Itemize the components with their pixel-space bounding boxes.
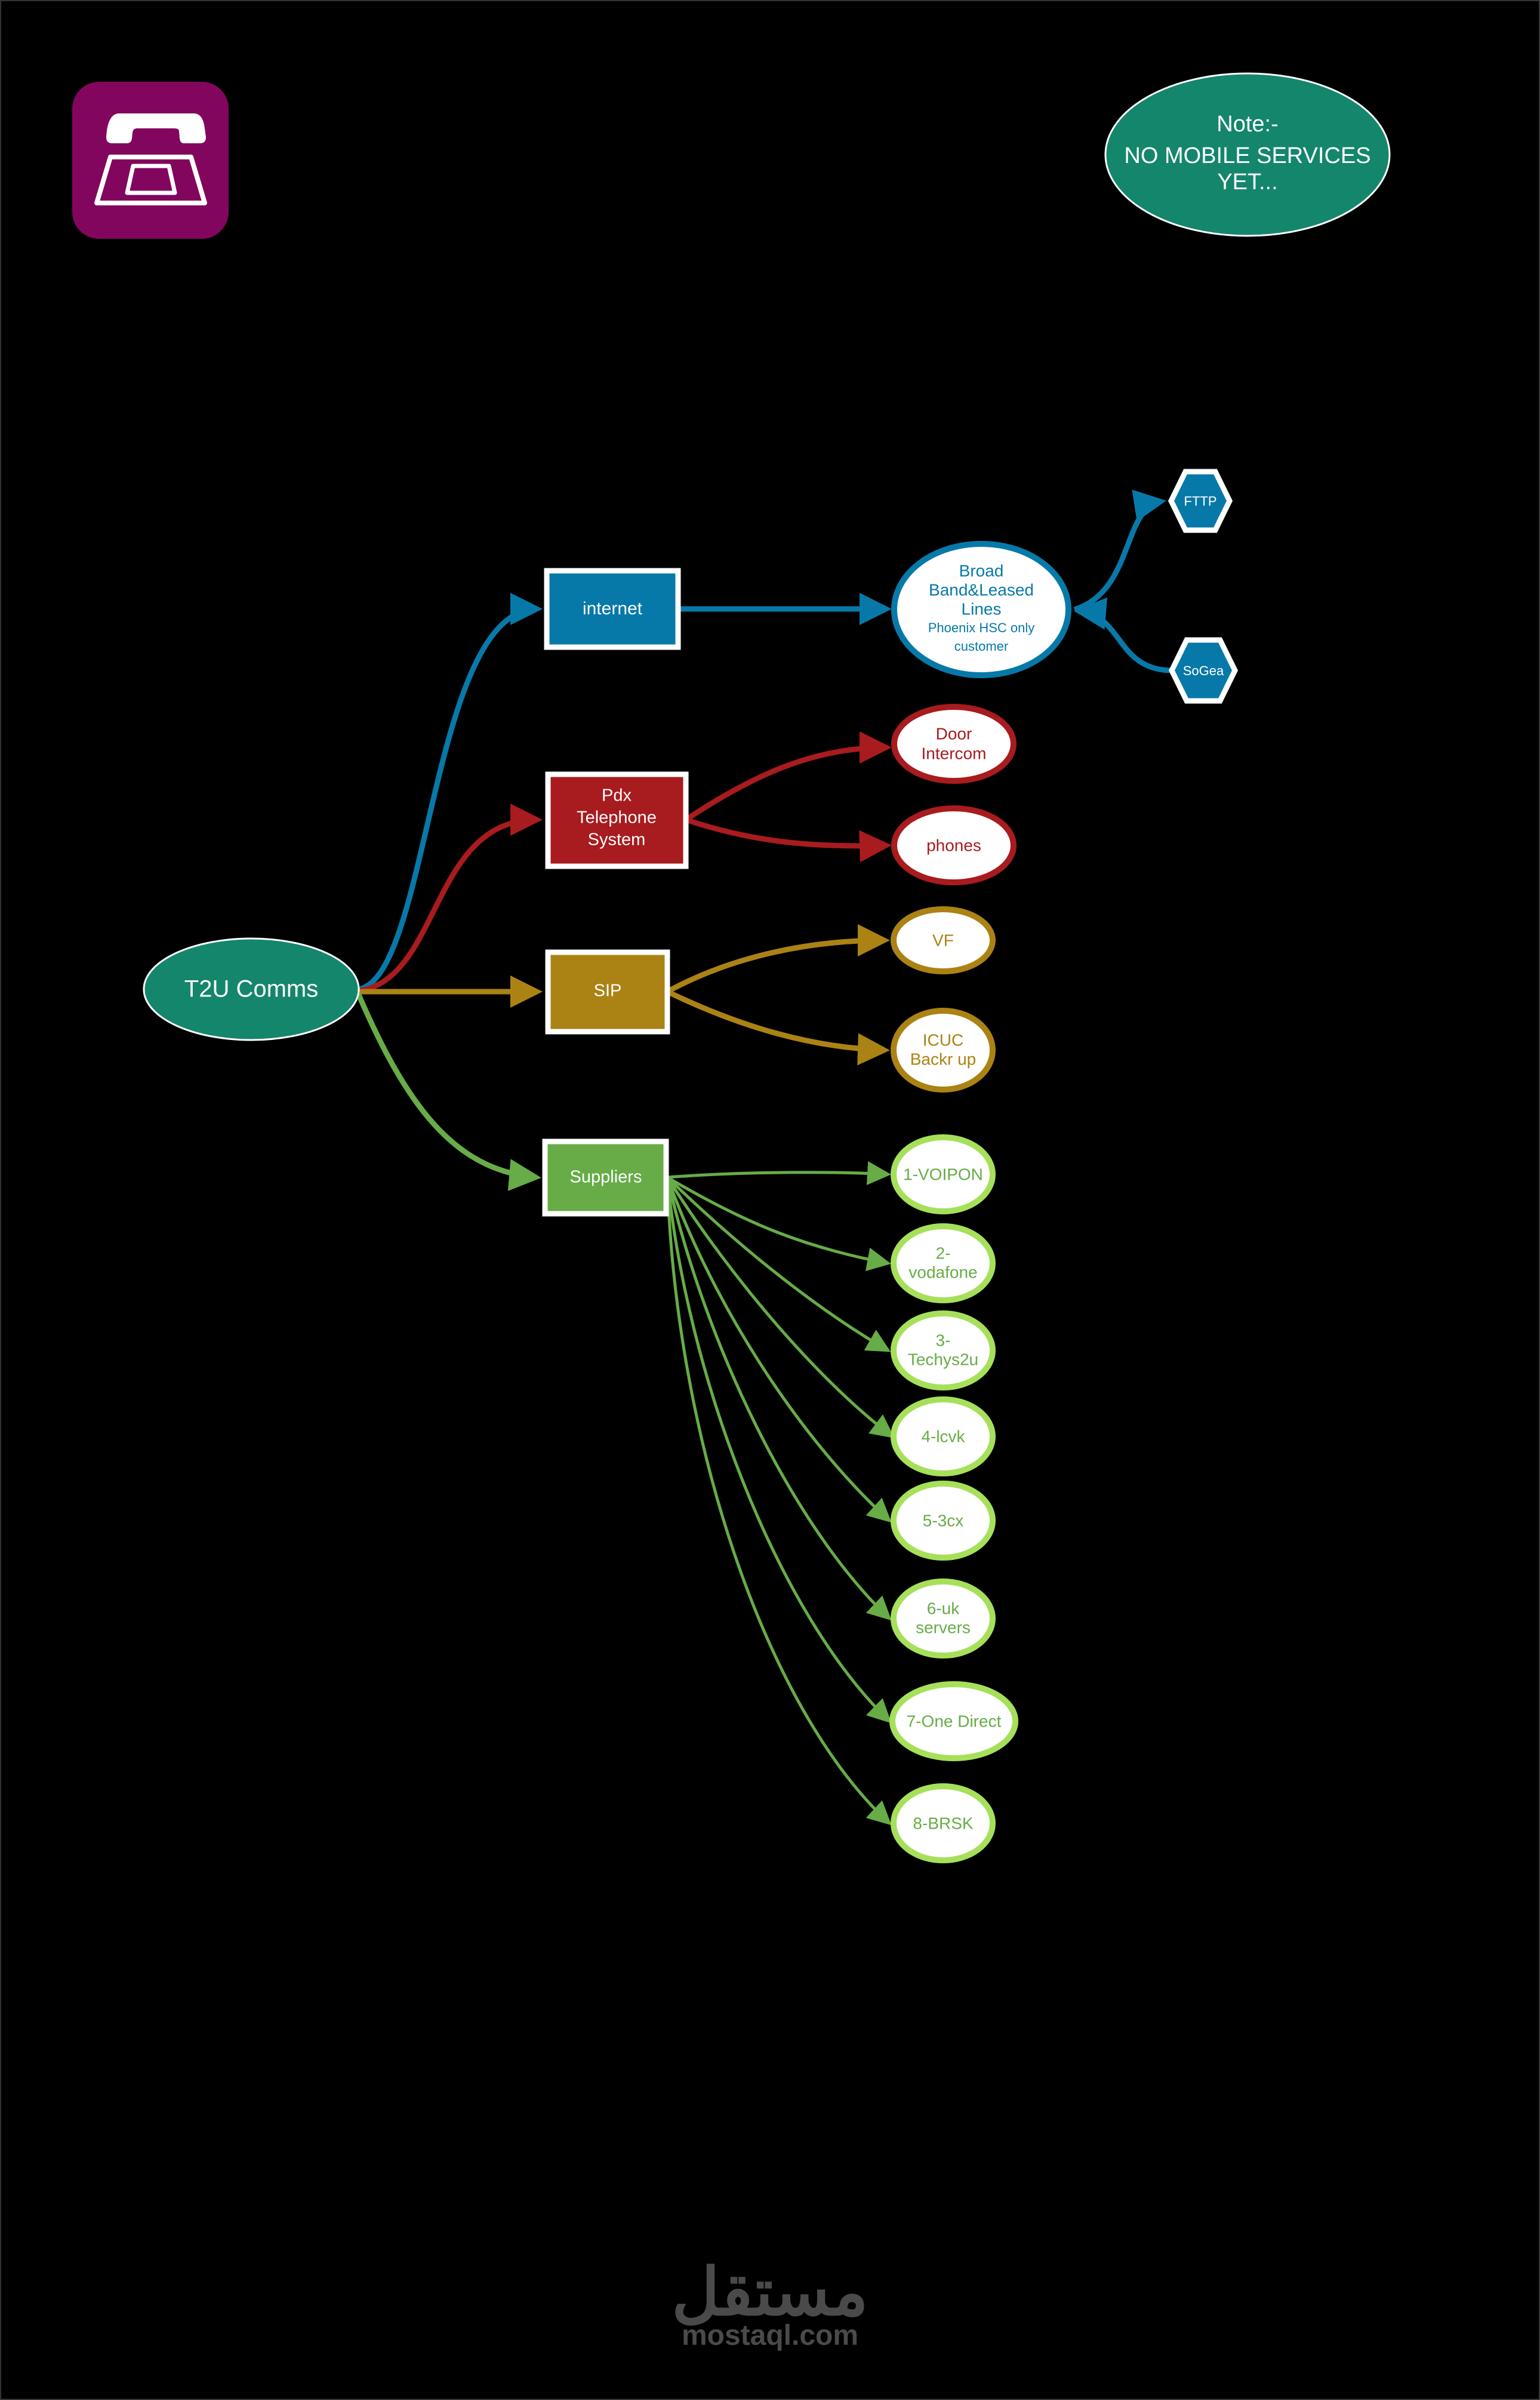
door-line: Door (936, 724, 972, 743)
sip-label: SIP (594, 981, 622, 1001)
supplier-label: 8-BRSK (913, 1814, 973, 1832)
supplier-node[interactable]: 4-lcvk (891, 1396, 996, 1476)
vf-node[interactable]: VF (891, 906, 996, 974)
suppliers-label: Suppliers (570, 1168, 642, 1187)
supplier-ellipse (891, 1310, 996, 1390)
watermark-latin: mostaql.com (682, 2320, 858, 2352)
edge-pbx-phones (685, 817, 892, 863)
edge-root-suppliers (355, 992, 541, 1191)
broadband-node[interactable]: Broad Band&Leased Lines Phoenix HSC only… (891, 541, 1071, 678)
supplier-ellipse (891, 1134, 996, 1214)
edge-suppliers-4 (666, 1176, 895, 1438)
supplier-label: 3- (936, 1331, 951, 1349)
root-label: T2U Comms (184, 976, 318, 1002)
broadband-line: Band&Leased (929, 580, 1034, 599)
edge-suppliers-3 (666, 1176, 891, 1352)
supplier-ellipse (891, 1579, 996, 1659)
vf-label: VF (932, 931, 954, 949)
supplier-node[interactable]: 7-One Direct (889, 1681, 1018, 1761)
edge-suppliers-1 (667, 1161, 891, 1185)
root-node[interactable]: T2U Comms (143, 937, 360, 1041)
sogea-label: SoGea (1183, 663, 1224, 678)
supplier-label: servers (916, 1618, 971, 1636)
note-line: NO MOBILE SERVICES (1124, 143, 1370, 168)
supplier-label: 4-lcvk (921, 1427, 965, 1445)
suppliers-node[interactable]: Suppliers (542, 1139, 669, 1217)
broadband-line: customer (954, 639, 1008, 654)
pbx-line: Telephone (577, 808, 657, 827)
supplier-node[interactable]: 1-VOIPON (891, 1134, 996, 1214)
watermark-arabic: مستقل (672, 2256, 868, 2329)
telephone-icon (72, 82, 229, 239)
edge-suppliers-2 (666, 1176, 891, 1272)
internet-node[interactable]: internet (544, 568, 681, 650)
phones-node[interactable]: phones (891, 805, 1017, 885)
supplier-node[interactable]: 2-vodafone (891, 1223, 996, 1303)
supplier-label: 2- (936, 1244, 951, 1262)
icuc-line: Backr up (910, 1050, 977, 1068)
supplier-label: 6-uk (927, 1599, 960, 1617)
supplier-ellipse (889, 1681, 1018, 1761)
supplier-node[interactable]: 8-BRSK (891, 1783, 996, 1863)
note-bubble: Note:- NO MOBILE SERVICES YET... (1104, 72, 1391, 237)
edge-suppliers-8 (666, 1177, 892, 1826)
supplier-ellipse (891, 1223, 996, 1303)
icuc-node[interactable]: ICUC Backr up (891, 1008, 996, 1093)
fttp-label: FTTP (1184, 494, 1217, 509)
edge-suppliers-6 (666, 1177, 892, 1621)
fttp-node[interactable]: FTTP (1168, 469, 1233, 533)
broadband-line: Broad (959, 561, 1004, 580)
sogea-node[interactable]: SoGea (1168, 637, 1239, 704)
supplier-node[interactable]: 5-3cx (891, 1481, 996, 1561)
door-intercom-node[interactable]: Door Intercom (891, 704, 1017, 784)
edge-sogea-broadband (1074, 597, 1171, 673)
edges (355, 490, 1171, 1826)
supplier-label: 5-3cx (923, 1511, 963, 1530)
supplier-label: vodafone (908, 1263, 977, 1281)
supplier-list: 1-VOIPON2-vodafone3-Techys2u4-lcvk5-3cx6… (889, 1134, 1018, 1863)
supplier-ellipse (891, 1396, 996, 1476)
edge-root-pbx (358, 804, 543, 994)
edge-suppliers-5 (666, 1177, 892, 1523)
supplier-ellipse (891, 1783, 996, 1863)
supplier-label: 1-VOIPON (903, 1165, 983, 1183)
supplier-node[interactable]: 3-Techys2u (891, 1310, 996, 1390)
supplier-ellipse (891, 1481, 996, 1561)
note-line: Note:- (1216, 112, 1278, 137)
pbx-line: Pdx (602, 786, 632, 805)
edge-sip-vf (666, 924, 890, 994)
mostaql-watermark: مستقل mostaql.com (672, 2256, 868, 2352)
supplier-label: Techys2u (908, 1350, 978, 1368)
internet-label: internet (583, 599, 643, 619)
pbx-node[interactable]: Pdx Telephone System (545, 771, 689, 869)
broadband-line: Lines (962, 599, 1002, 618)
edge-pbx-door (684, 731, 892, 822)
pbx-line: System (588, 830, 646, 850)
phones-label: phones (926, 836, 981, 854)
broadband-line: Phoenix HSC only (928, 620, 1035, 635)
door-line: Intercom (922, 744, 987, 762)
edge-suppliers-7 (666, 1177, 892, 1724)
icuc-line: ICUC (923, 1030, 963, 1049)
sip-node[interactable]: SIP (545, 949, 670, 1035)
supplier-label: 7-One Direct (907, 1712, 1002, 1730)
note-line: YET... (1217, 170, 1277, 195)
edge-root-internet (358, 593, 543, 992)
edge-sip-icuc (666, 989, 890, 1066)
